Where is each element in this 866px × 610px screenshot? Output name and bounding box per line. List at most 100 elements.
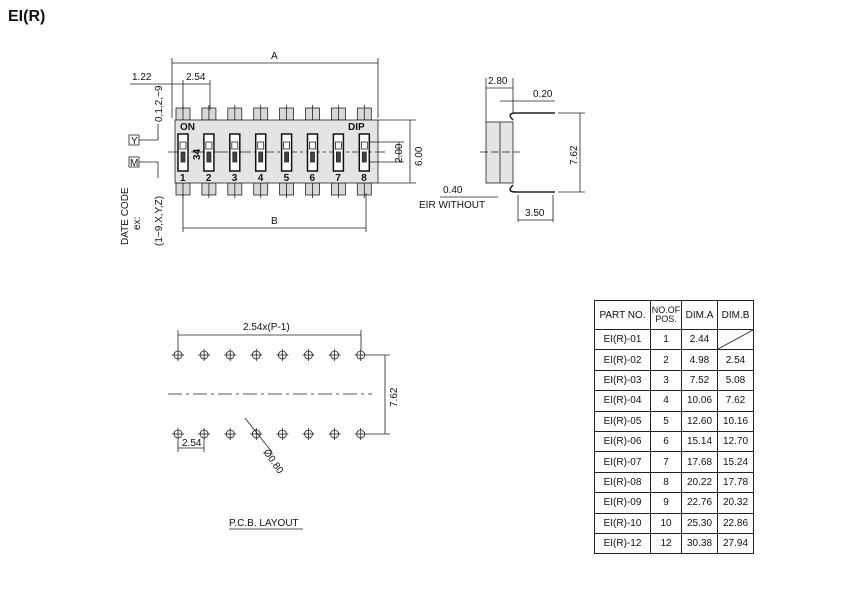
dim-2-00: 2.00: [394, 143, 405, 163]
dim-1-22: 1.22: [132, 72, 152, 83]
table-cell: 10.16: [717, 410, 754, 432]
table-cell: 15.24: [717, 451, 754, 473]
table-cell: 12.70: [717, 430, 754, 453]
dim-b-label: B: [271, 216, 278, 227]
table-cell: 7.52: [681, 369, 718, 392]
table-cell: 27.94: [717, 532, 754, 555]
switch-actuator: [205, 141, 213, 150]
table-cell: 4: [650, 390, 682, 412]
switch-actuator: [309, 141, 316, 150]
switch-actuator-knob: [232, 151, 238, 163]
pcb-dim-7-62: 7.62: [389, 387, 400, 407]
switch-actuator-knob: [335, 151, 341, 163]
on-label: ON: [180, 122, 195, 133]
table-cell: EI(R)-05: [594, 410, 651, 432]
pcb-layout: 2.54x(P-1) 7.62 2.54 Ø0.80 P.C.B. LAYOUT: [168, 322, 400, 530]
m-box: M: [130, 158, 138, 169]
table-cell: EI(R)-08: [594, 471, 651, 494]
switch-number: 4: [258, 173, 264, 184]
table-cell: 10.06: [681, 390, 718, 412]
table-cell: 17.78: [717, 471, 754, 494]
eir-without-label: EIR WITHOUT: [419, 200, 485, 211]
dim-a-label: A: [271, 51, 278, 62]
switch-actuator-knob: [206, 151, 212, 163]
dim-2-80: 2.80: [488, 76, 508, 87]
switch-actuator-knob: [361, 151, 367, 163]
table-cell: 7: [650, 451, 682, 473]
col-dim-a: DIM.A: [681, 300, 718, 330]
switch-number: 3: [232, 173, 238, 184]
switch-actuator: [231, 141, 239, 150]
table-cell: 6: [650, 430, 682, 453]
table-cell: EI(R)-12: [594, 532, 651, 555]
table-cell: EI(R)-03: [594, 369, 651, 392]
dim-7-62: 7.62: [569, 145, 580, 165]
table-cell: 5.08: [717, 369, 754, 392]
year-digits: 0,1,2,~9: [154, 85, 165, 122]
y-box: Y: [131, 136, 138, 147]
table-cell: EI(R)-07: [594, 451, 651, 473]
switch-numbers: 1 2 3 4 5 6 7 8: [180, 173, 367, 184]
dim-6-00: 6.00: [414, 146, 425, 166]
table-cell: EI(R)-01: [594, 328, 651, 351]
table-cell: EI(R)-09: [594, 492, 651, 514]
switch-number: 1: [180, 173, 186, 184]
col-part-no: PART NO.: [594, 300, 651, 330]
switch-actuator: [283, 141, 291, 150]
switch-actuator: [334, 141, 342, 150]
table-cell: 20.22: [681, 471, 718, 494]
table-cell: 2: [650, 349, 682, 371]
switch-number: 2: [206, 173, 212, 184]
table-cell: EI(R)-10: [594, 512, 651, 534]
table-cell: 5: [650, 410, 682, 432]
switch-number: 7: [335, 173, 341, 184]
table-cell: 4.98: [681, 349, 718, 371]
table-cell: 2.54: [717, 349, 754, 371]
switch-actuators: [177, 133, 371, 172]
table-cell: 22.86: [717, 512, 754, 534]
dim-3-50: 3.50: [525, 208, 545, 219]
table-cell: 20.32: [717, 492, 754, 514]
switch-actuator-knob: [284, 151, 290, 163]
switch-number: 5: [284, 173, 290, 184]
table-cell: EI(R)-06: [594, 430, 651, 453]
switch-actuator: [257, 141, 265, 150]
month-codes: (1~9,X,Y,Z): [154, 196, 165, 246]
table-cell: 1: [650, 328, 682, 351]
table-cell: 3: [650, 369, 682, 392]
switch-number: 8: [361, 173, 367, 184]
table-cell: 8: [650, 471, 682, 494]
switch-actuator-knob: [310, 151, 315, 163]
side-mark: 34: [192, 148, 203, 160]
table-cell: EI(R)-04: [594, 390, 651, 412]
table-cell: 12.60: [681, 410, 718, 432]
table-cell: 7.62: [717, 390, 754, 412]
side-view: 2.80 0.20 7.62 0.40 EIR WITHOUT 3.50: [419, 76, 585, 222]
switch-actuator: [179, 141, 187, 150]
col-dim-b: DIM.B: [717, 300, 754, 330]
table-cell: 12: [650, 532, 682, 555]
switch-actuator-knob: [258, 151, 264, 163]
dim-0-40: 0.40: [443, 185, 463, 196]
switch-number: 6: [310, 173, 316, 184]
switch-actuator: [360, 141, 368, 150]
col-positions: NO.OF POS.: [650, 300, 682, 330]
pcb-dim-2-54: 2.54: [182, 438, 202, 449]
table-cell: [717, 328, 754, 351]
table-cell: 17.68: [681, 451, 718, 473]
table-cell: 9: [650, 492, 682, 514]
switch-actuator-knob: [180, 151, 186, 163]
pcb-caption: P.C.B. LAYOUT: [229, 518, 299, 529]
dip-label: DIP: [348, 122, 365, 133]
